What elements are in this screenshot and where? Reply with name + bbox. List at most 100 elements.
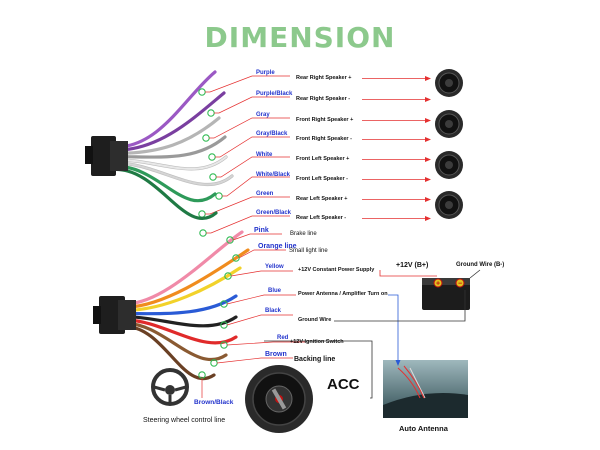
power-wire-color-label: Yellow (265, 264, 284, 270)
speaker-dome (445, 120, 453, 128)
wire-leader-line (205, 196, 290, 215)
svg-text:−: − (458, 281, 462, 288)
wire-leader-line (226, 314, 293, 326)
wire-leader-line (238, 249, 286, 259)
speaker-group (435, 69, 463, 219)
speaker-wire-6 (114, 164, 217, 203)
speaker-wire-color-label: White (256, 152, 273, 158)
power-wire-color-label: Brown/Black (194, 399, 234, 406)
power-wire-color-label: Blue (268, 288, 282, 294)
battery-graphic: + − (422, 278, 470, 310)
wire-node-icon (207, 109, 215, 117)
power-wire-color-label: Pink (254, 227, 269, 234)
speaker-wire-function-label: Rear Right Speaker - (296, 96, 351, 102)
battery-negative-icon (455, 278, 465, 288)
ignition-key-graphic (245, 365, 313, 433)
battery-positive-label: +12V (B+) (396, 262, 429, 269)
power-harness-connector (93, 296, 136, 334)
speaker-wire-7 (114, 167, 218, 221)
wire-leader-line (230, 270, 293, 277)
battery-positive-icon (433, 278, 443, 288)
power-wire-function-label: +12V Constant Power Supply (298, 267, 375, 273)
power-wire-2 (123, 266, 242, 312)
steering-wheel-graphic (151, 368, 189, 406)
wire-node-icon (209, 173, 217, 181)
power-wire-function-label: Small light line (289, 248, 328, 254)
power-wire-6 (123, 321, 228, 362)
power-wire-function-label: Steering wheel control line (143, 417, 226, 424)
speaker-dome (445, 79, 453, 87)
arrow-head-icon (425, 177, 431, 182)
speaker-harness-connector (85, 136, 128, 176)
speaker-dome (445, 161, 453, 169)
acc-label: ACC (327, 376, 360, 393)
wire-node-icon (198, 210, 206, 218)
wire-leader-line (215, 136, 290, 158)
wire-leader-line (226, 294, 296, 305)
speaker-wire-color-label: Gray/Black (256, 131, 288, 137)
arrow-head-icon (425, 157, 431, 162)
power-wire-function-label: Backing line (294, 356, 336, 363)
arrow-head-icon (425, 76, 431, 81)
power-wire-function-label: Brake line (290, 231, 317, 237)
power-wire-function-label: +12V Ignition Switch (290, 339, 344, 345)
wire-leader-line (232, 233, 282, 241)
arrow-head-icon (425, 197, 431, 202)
wire-node-icon (198, 88, 206, 96)
battery-ground-label: Ground Wire (B-) (456, 262, 505, 268)
speaker-dome (445, 201, 453, 209)
connection-lines (264, 269, 481, 399)
wire-leader-line (206, 215, 290, 234)
arrow-head-icon (425, 137, 431, 142)
wire-layer (114, 70, 431, 398)
speaker-wire-color-label: Purple/Black (256, 91, 293, 97)
wire-leader-line (226, 341, 305, 346)
page-title: DIMENSION (204, 21, 396, 54)
power-wire-color-label: Red (277, 335, 289, 341)
speaker-wire-0 (114, 70, 217, 149)
speaker-wire-function-label: Rear Right Speaker + (296, 75, 352, 81)
speaker-wire-color-label: Green (256, 191, 274, 197)
power-wire-0 (123, 230, 244, 306)
wire-leader-line (209, 117, 290, 139)
svg-text:+: + (436, 281, 440, 288)
power-wire-color-label: Orange line (258, 243, 297, 250)
power-wire-function-label: Ground Wire (298, 317, 332, 323)
speaker-wire-function-label: Rear Left Speaker + (296, 196, 348, 202)
wire-leader-line (214, 96, 290, 114)
power-wire-1 (123, 248, 250, 309)
speaker-wire-function-label: Front Right Speaker - (296, 136, 352, 142)
arrow-head-icon (425, 97, 431, 102)
wire-node-icon (202, 134, 210, 142)
arrow-head-icon (425, 118, 431, 123)
power-wire-color-label: Black (265, 308, 282, 314)
speaker-wire-color-label: Gray (256, 112, 270, 118)
wire-leader-line (205, 75, 290, 93)
power-wire-color-label: Brown (265, 351, 287, 358)
speaker-wire-core-5 (115, 162, 233, 186)
speaker-wire-function-label: Rear Left Speaker - (296, 215, 347, 221)
speaker-wire-2 (114, 116, 221, 155)
speaker-wire-color-label: Green/Black (256, 210, 292, 216)
wire-leader-line (222, 176, 290, 197)
speaker-wire-function-label: Front Left Speaker - (296, 176, 348, 182)
wire-node-icon (208, 153, 216, 161)
speaker-wire-3 (114, 135, 227, 159)
antenna-caption: Auto Antenna (399, 424, 448, 433)
arrow-head-icon (425, 216, 431, 221)
power-wire-function-label: Power Antenna / Amplifier Turn on (298, 291, 388, 297)
wire-leader-line (216, 357, 293, 364)
wire-leader-line (216, 156, 290, 178)
speaker-wire-color-label: Purple (256, 70, 275, 76)
speaker-wire-core-4 (115, 156, 227, 170)
speaker-wire-1 (114, 91, 226, 152)
wire-node-icon (215, 192, 223, 200)
wire-node-icon (199, 229, 207, 237)
power-wire-5 (123, 318, 238, 345)
speaker-wire-function-label: Front Left Speaker + (296, 156, 350, 162)
power-wire-7 (123, 324, 216, 381)
auto-antenna-photo (383, 360, 468, 418)
speaker-wire-color-label: White/Black (256, 172, 291, 178)
